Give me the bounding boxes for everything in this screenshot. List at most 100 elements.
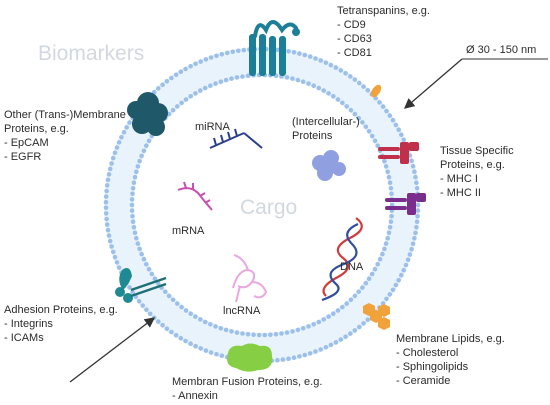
mrna-label: mRNA [172, 225, 205, 237]
inner-lipid-head [183, 308, 189, 313]
tissue-specific-item-1: - MHC I [440, 173, 478, 185]
lipids-item-1: - Cholesterol [396, 347, 458, 359]
inner-lipid-head [213, 81, 218, 86]
mrna-icon [177, 181, 213, 211]
inner-lipid-head [188, 311, 193, 317]
outer-lipid-head [333, 65, 339, 70]
outer-lipid-head [164, 326, 170, 332]
inner-lipid-head [141, 148, 147, 154]
inner-lipid-head [144, 262, 149, 267]
inner-lipid-head [240, 74, 245, 79]
other-membrane-line-2: Proteins, e.g. [4, 123, 69, 135]
outer-lipid-head [230, 49, 236, 55]
inner-lipid-head [331, 311, 336, 317]
outer-lipid-head [193, 343, 198, 349]
inner-lipid-head [137, 246, 142, 252]
outer-lipid-head [105, 177, 111, 183]
inner-lipid-head [170, 297, 176, 303]
dna-icon [321, 217, 363, 302]
inner-lipid-head [326, 91, 331, 96]
inner-lipid-head [311, 83, 317, 88]
inner-lipid-head [129, 208, 135, 213]
outer-lipid-head [103, 211, 109, 216]
inner-lipid-head [139, 251, 144, 257]
outer-lipid-head [116, 140, 122, 145]
inner-lipid-head [262, 332, 268, 338]
inner-lipid-head [134, 235, 139, 241]
outer-lipid-head [183, 66, 188, 72]
inner-lipid-head [256, 332, 262, 338]
inner-lipid-head [380, 251, 385, 257]
outer-lipid-head [415, 208, 421, 213]
other-membrane-item-1: - EpCAM [4, 137, 49, 149]
outer-lipid-head [414, 225, 419, 230]
protein-icon [312, 150, 346, 181]
outer-lipid-head [104, 188, 109, 194]
membrane-lipid-cluster [363, 303, 390, 330]
outer-lipid-head [173, 332, 179, 338]
inner-lipid-head [356, 115, 362, 121]
inner-lipid-head [352, 111, 358, 117]
outer-lipid-head [188, 64, 193, 69]
inner-lipid-head [202, 85, 208, 91]
outer-lipid-head [405, 257, 411, 263]
outer-lipid-head [208, 350, 214, 355]
mirna-label: miRNA [195, 121, 230, 133]
outer-lipid-head [136, 298, 142, 304]
inner-lipid-head [363, 124, 369, 130]
outer-lipid-head [343, 334, 348, 340]
cargo-label: Cargo [240, 196, 297, 219]
outer-lipid-head [414, 219, 420, 225]
outer-lipid-head [109, 161, 114, 166]
outer-lipid-head [401, 137, 407, 143]
outer-lipid-head [297, 51, 302, 56]
title: Biomarkers [38, 42, 144, 65]
inner-lipid-head [311, 322, 317, 327]
inner-lipid-head [149, 271, 155, 277]
lncrna-icon [232, 254, 268, 303]
inner-lipid-head [383, 164, 389, 169]
inner-lipid-head [389, 191, 394, 197]
outer-lipid-head [169, 329, 174, 335]
outer-lipid-head [348, 74, 353, 79]
inner-lipid-head [335, 97, 341, 102]
outer-lipid-head [318, 58, 324, 63]
inner-lipid-head [316, 319, 322, 325]
outer-lipid-head [323, 60, 329, 65]
inner-lipid-head [387, 180, 393, 185]
inner-lipid-head [130, 213, 135, 219]
inner-lipid-head [386, 230, 392, 236]
outer-lipid-head [208, 55, 214, 60]
outer-lipid-head [410, 163, 416, 169]
inner-lipid-head [366, 276, 372, 282]
inner-lipid-head [134, 169, 139, 175]
adhesion-heading: Adhesion Proteins, e.g. [4, 304, 118, 316]
outer-lipid-head [399, 132, 404, 138]
inner-lipid-head [340, 100, 345, 106]
inner-lipid-head [335, 308, 341, 313]
inner-lipid-head [389, 213, 394, 219]
inner-lipid-head [166, 293, 172, 299]
inner-lipid-head [146, 266, 152, 272]
inner-lipid-head [360, 120, 365, 125]
fusion-heading: Membran Fusion Proteins, e.g. [172, 376, 322, 388]
outer-lipid-head [198, 59, 203, 64]
inner-lipid-head [326, 314, 331, 319]
inner-lipid-head [223, 77, 229, 83]
inner-lipid-head [130, 186, 136, 191]
inner-lipid-head [366, 129, 372, 134]
annexin-protein [227, 343, 273, 372]
outer-lipid-head [361, 321, 366, 326]
outer-lipid-head [343, 71, 348, 76]
outer-lipid-head [127, 120, 132, 125]
outer-lipid-head [112, 254, 118, 260]
outer-lipid-head [377, 100, 382, 105]
outer-lipid-head [338, 68, 344, 73]
inner-lipid-head [306, 324, 311, 329]
outer-lipid-head [302, 52, 308, 58]
outer-lipid-head [393, 282, 399, 288]
size-label: Ø 30 - 150 nm [466, 44, 536, 56]
outer-lipid-head [147, 311, 153, 317]
outer-lipid-head [110, 249, 116, 255]
